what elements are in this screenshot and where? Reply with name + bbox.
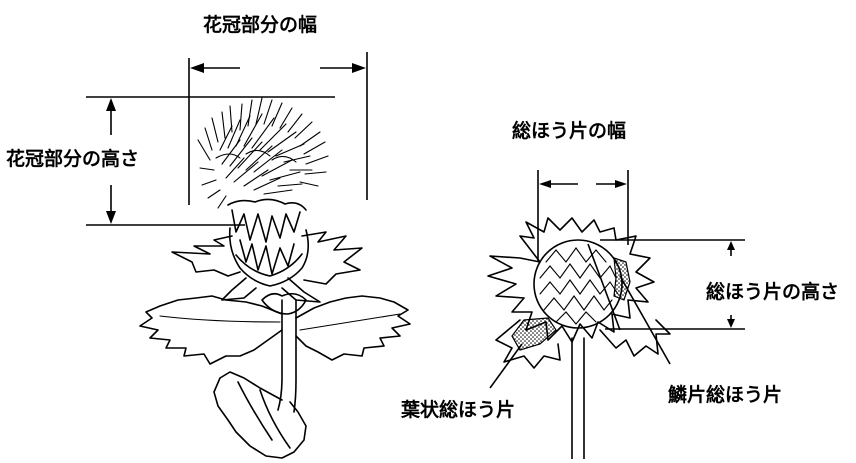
- involucre-height-dimension: [600, 239, 745, 330]
- left-lower-leaf-left: [139, 295, 283, 365]
- right-lower-bracts: [495, 319, 671, 369]
- leafy-bract-pointer: [489, 343, 523, 389]
- left-stem-bract: [261, 292, 307, 315]
- right-leaf-vein: [299, 313, 401, 331]
- flower-bracts: [227, 198, 310, 287]
- leafy-bract-label: 葉状総ほう片: [401, 399, 516, 421]
- left-plant: [86, 52, 411, 459]
- involucre-height-label: 総ほう片の高さ: [706, 281, 840, 303]
- corolla-width-label: 花冠部分の幅: [203, 14, 318, 36]
- involucre-scales: [539, 247, 619, 325]
- left-stem: [277, 299, 297, 413]
- scale-bract-label: 鱗片総ほう片: [668, 384, 783, 406]
- corolla-width-dimension: [188, 52, 368, 205]
- left-lower-leaf-right: [295, 295, 411, 361]
- right-plant: [487, 170, 745, 460]
- left-leaf-vein: [159, 315, 281, 323]
- flower-bristles: [197, 97, 329, 209]
- involucre-head: [533, 239, 623, 329]
- left-bottom-leaf: [213, 371, 307, 459]
- scale-bract-pointer-2: [587, 243, 621, 331]
- right-leafy-bracts: [487, 217, 655, 343]
- corolla-height-label: 花冠部分の高さ: [6, 148, 140, 170]
- left-leafy-bracts: [171, 231, 363, 303]
- involucre-width-label: 総ほう片の幅: [512, 120, 627, 142]
- involucre-width-dimension: [537, 170, 629, 262]
- scale-bract-pointer: [619, 275, 671, 365]
- corolla-height-dimension: [86, 96, 335, 226]
- left-bottom-leaf-veins: [237, 381, 291, 449]
- right-stem: [571, 337, 585, 460]
- leafy-bract-dotted: [511, 317, 557, 351]
